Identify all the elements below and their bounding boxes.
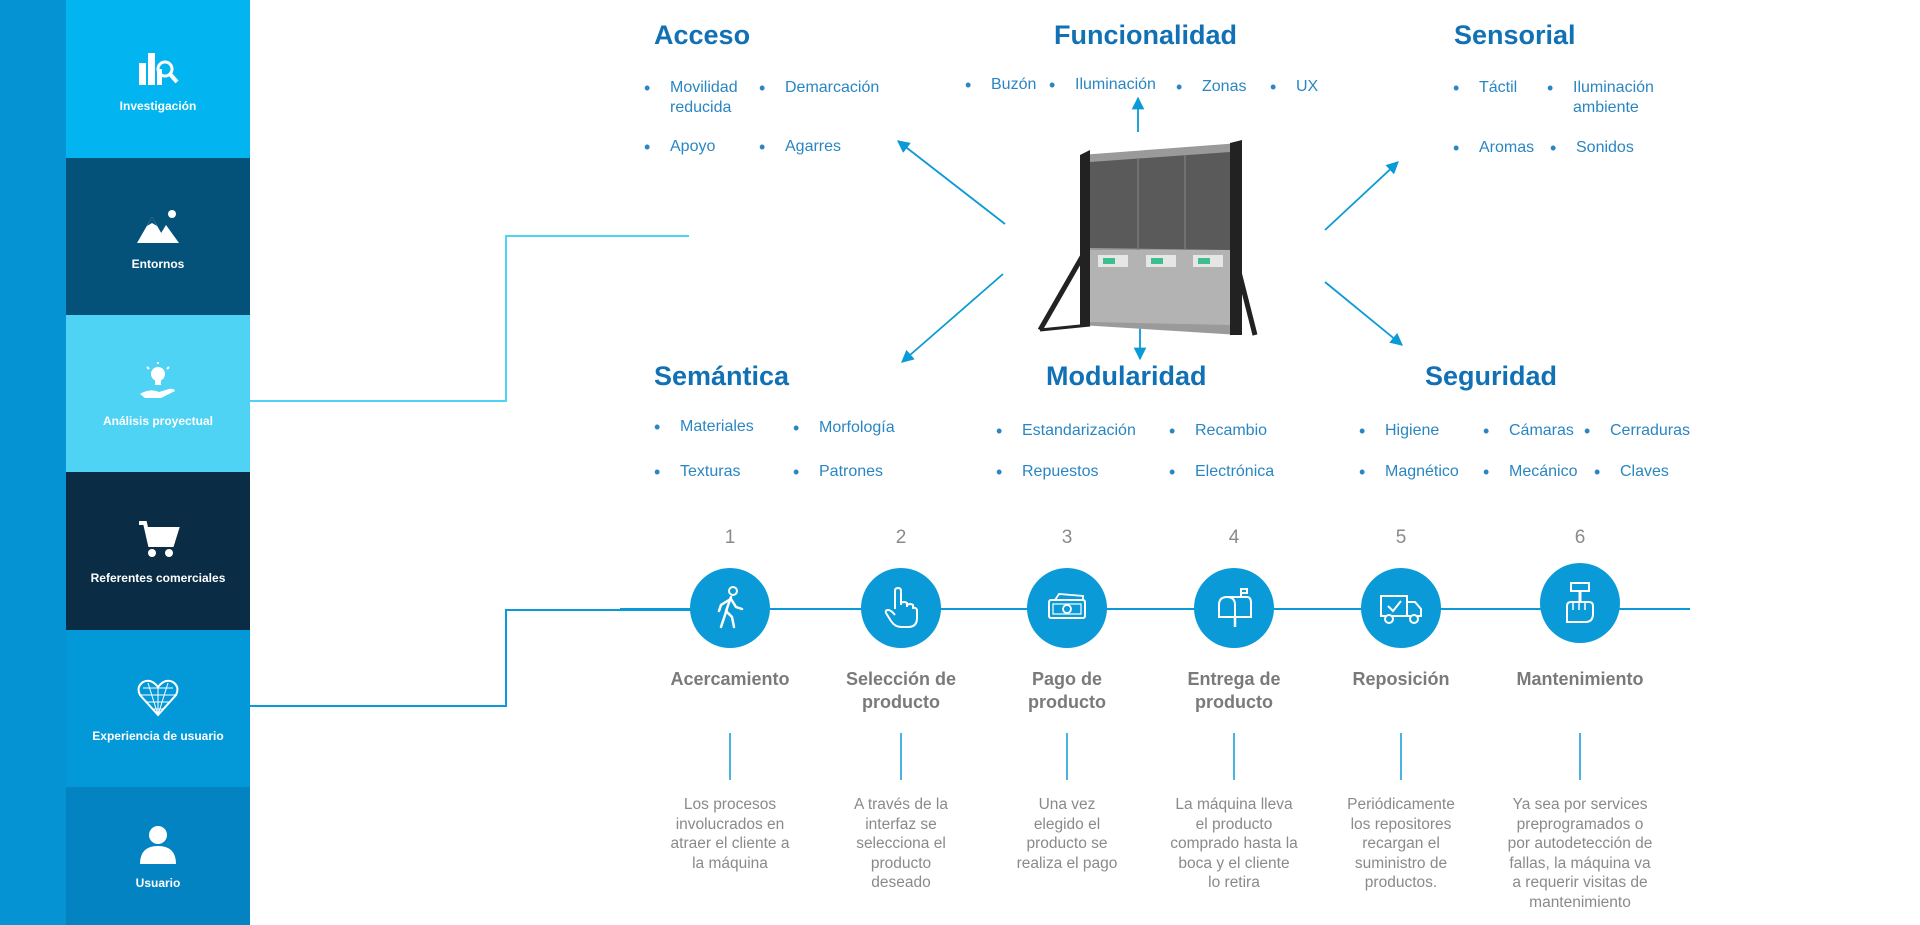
sidebar-item-referentes-comerciales[interactable]: Referentes comerciales <box>66 472 250 630</box>
category-title: Acceso <box>654 20 751 50</box>
category-title: Seguridad <box>1425 361 1558 391</box>
step-number: 2 <box>895 527 907 548</box>
bullet-item: •Zonas <box>1176 77 1247 97</box>
bullet-item: •Morfología <box>793 418 895 438</box>
step-number: 3 <box>1061 527 1073 548</box>
step-circle <box>690 568 770 648</box>
bullet-item: •Materiales <box>654 417 754 437</box>
bullet-item: •Texturas <box>654 462 741 482</box>
step-number: 5 <box>1395 527 1407 548</box>
category-title: Modularidad <box>1046 361 1207 391</box>
heart-grid-icon <box>135 675 181 721</box>
bullet-item: •Magnético <box>1359 462 1459 482</box>
step-circle <box>1027 568 1107 648</box>
mountains-icon <box>135 203 181 249</box>
research-chart-icon <box>135 45 181 91</box>
category-title: Semántica <box>654 361 790 391</box>
connector-analisis <box>250 235 689 402</box>
bullet-item: •Agarres <box>759 137 842 157</box>
step-title: Acercamiento <box>670 669 790 689</box>
bullet-item: •Patrones <box>793 462 884 482</box>
bullet-item: •Estandarización <box>996 421 1136 441</box>
arrow-semantica <box>901 273 1004 363</box>
bullet-item: •Higiene <box>1359 421 1440 441</box>
step-title: Reposición <box>1352 669 1450 689</box>
step-title: Mantenimiento <box>1516 669 1644 689</box>
step-number: 4 <box>1228 527 1240 548</box>
bullet-item: •Electrónica <box>1169 462 1275 482</box>
lightbulb-hand-icon <box>135 360 181 406</box>
mailbox-icon <box>1218 588 1252 627</box>
bullet-item: •Aromas <box>1453 138 1535 158</box>
sidebar-item-label: Experiencia de usuario <box>92 728 224 743</box>
sidebar-item-label: Usuario <box>135 876 181 890</box>
sidebar-item-label: Entornos <box>131 256 185 271</box>
bullet-item: •Cerraduras <box>1584 421 1691 441</box>
bullet-item: •Claves <box>1594 462 1669 482</box>
money-bill-icon <box>1048 593 1086 619</box>
step-circle <box>1540 563 1620 643</box>
step-circle <box>1194 568 1274 648</box>
walking-person-icon <box>717 586 744 629</box>
bullet-item: •Sonidos <box>1550 138 1634 158</box>
user-icon <box>135 822 181 868</box>
bullet-item: •Recambio <box>1169 421 1268 441</box>
bullet-item: •Buzón <box>965 75 1037 95</box>
delivery-truck-icon <box>1380 595 1422 624</box>
arrow-sensorial <box>1324 161 1399 231</box>
step-circle <box>861 568 941 648</box>
step-number: 1 <box>724 527 736 548</box>
bullet-item: •Táctil <box>1453 78 1518 98</box>
bullet-item: •Cámaras <box>1483 421 1574 441</box>
sidebar-item-investigacion[interactable]: Investigación <box>66 0 250 158</box>
arrow-acceso <box>897 140 1006 225</box>
sidebar-item-label: Investigación <box>119 99 197 113</box>
hammer-hand-icon <box>1566 582 1594 623</box>
category-title: Funcionalidad <box>1054 20 1238 50</box>
sidebar-item-analisis-proyectual[interactable]: Análisis proyectual <box>66 315 250 472</box>
sidebar-item-label: Referentes comerciales <box>90 571 226 585</box>
bullet-item: •Mecánico <box>1483 462 1578 482</box>
category-title: Sensorial <box>1454 20 1576 50</box>
bullet-item: •Repuestos <box>996 462 1099 482</box>
bullet-item: •Demarcación <box>759 78 880 98</box>
sidebar-item-usuario[interactable]: Usuario <box>66 787 250 925</box>
vending-machine-image <box>1030 140 1260 340</box>
sidebar-edge-strip <box>0 0 66 925</box>
sidebar-item-entornos[interactable]: Entornos <box>66 158 250 315</box>
sidebar-item-label: Análisis proyectual <box>102 413 214 428</box>
connector-experiencia <box>250 609 700 707</box>
bullet-item: •Iluminación <box>1049 75 1156 95</box>
sidebar-item-experiencia-de-usuario[interactable]: Experiencia de usuario <box>66 630 250 787</box>
bullet-item: •Apoyo <box>644 137 716 157</box>
step-circle <box>1361 568 1441 648</box>
shopping-cart-icon <box>135 517 181 563</box>
step-number: 6 <box>1574 527 1586 548</box>
bullet-item: •UX <box>1270 77 1319 97</box>
pointing-hand-icon <box>884 586 918 628</box>
arrow-seguridad <box>1324 281 1403 346</box>
